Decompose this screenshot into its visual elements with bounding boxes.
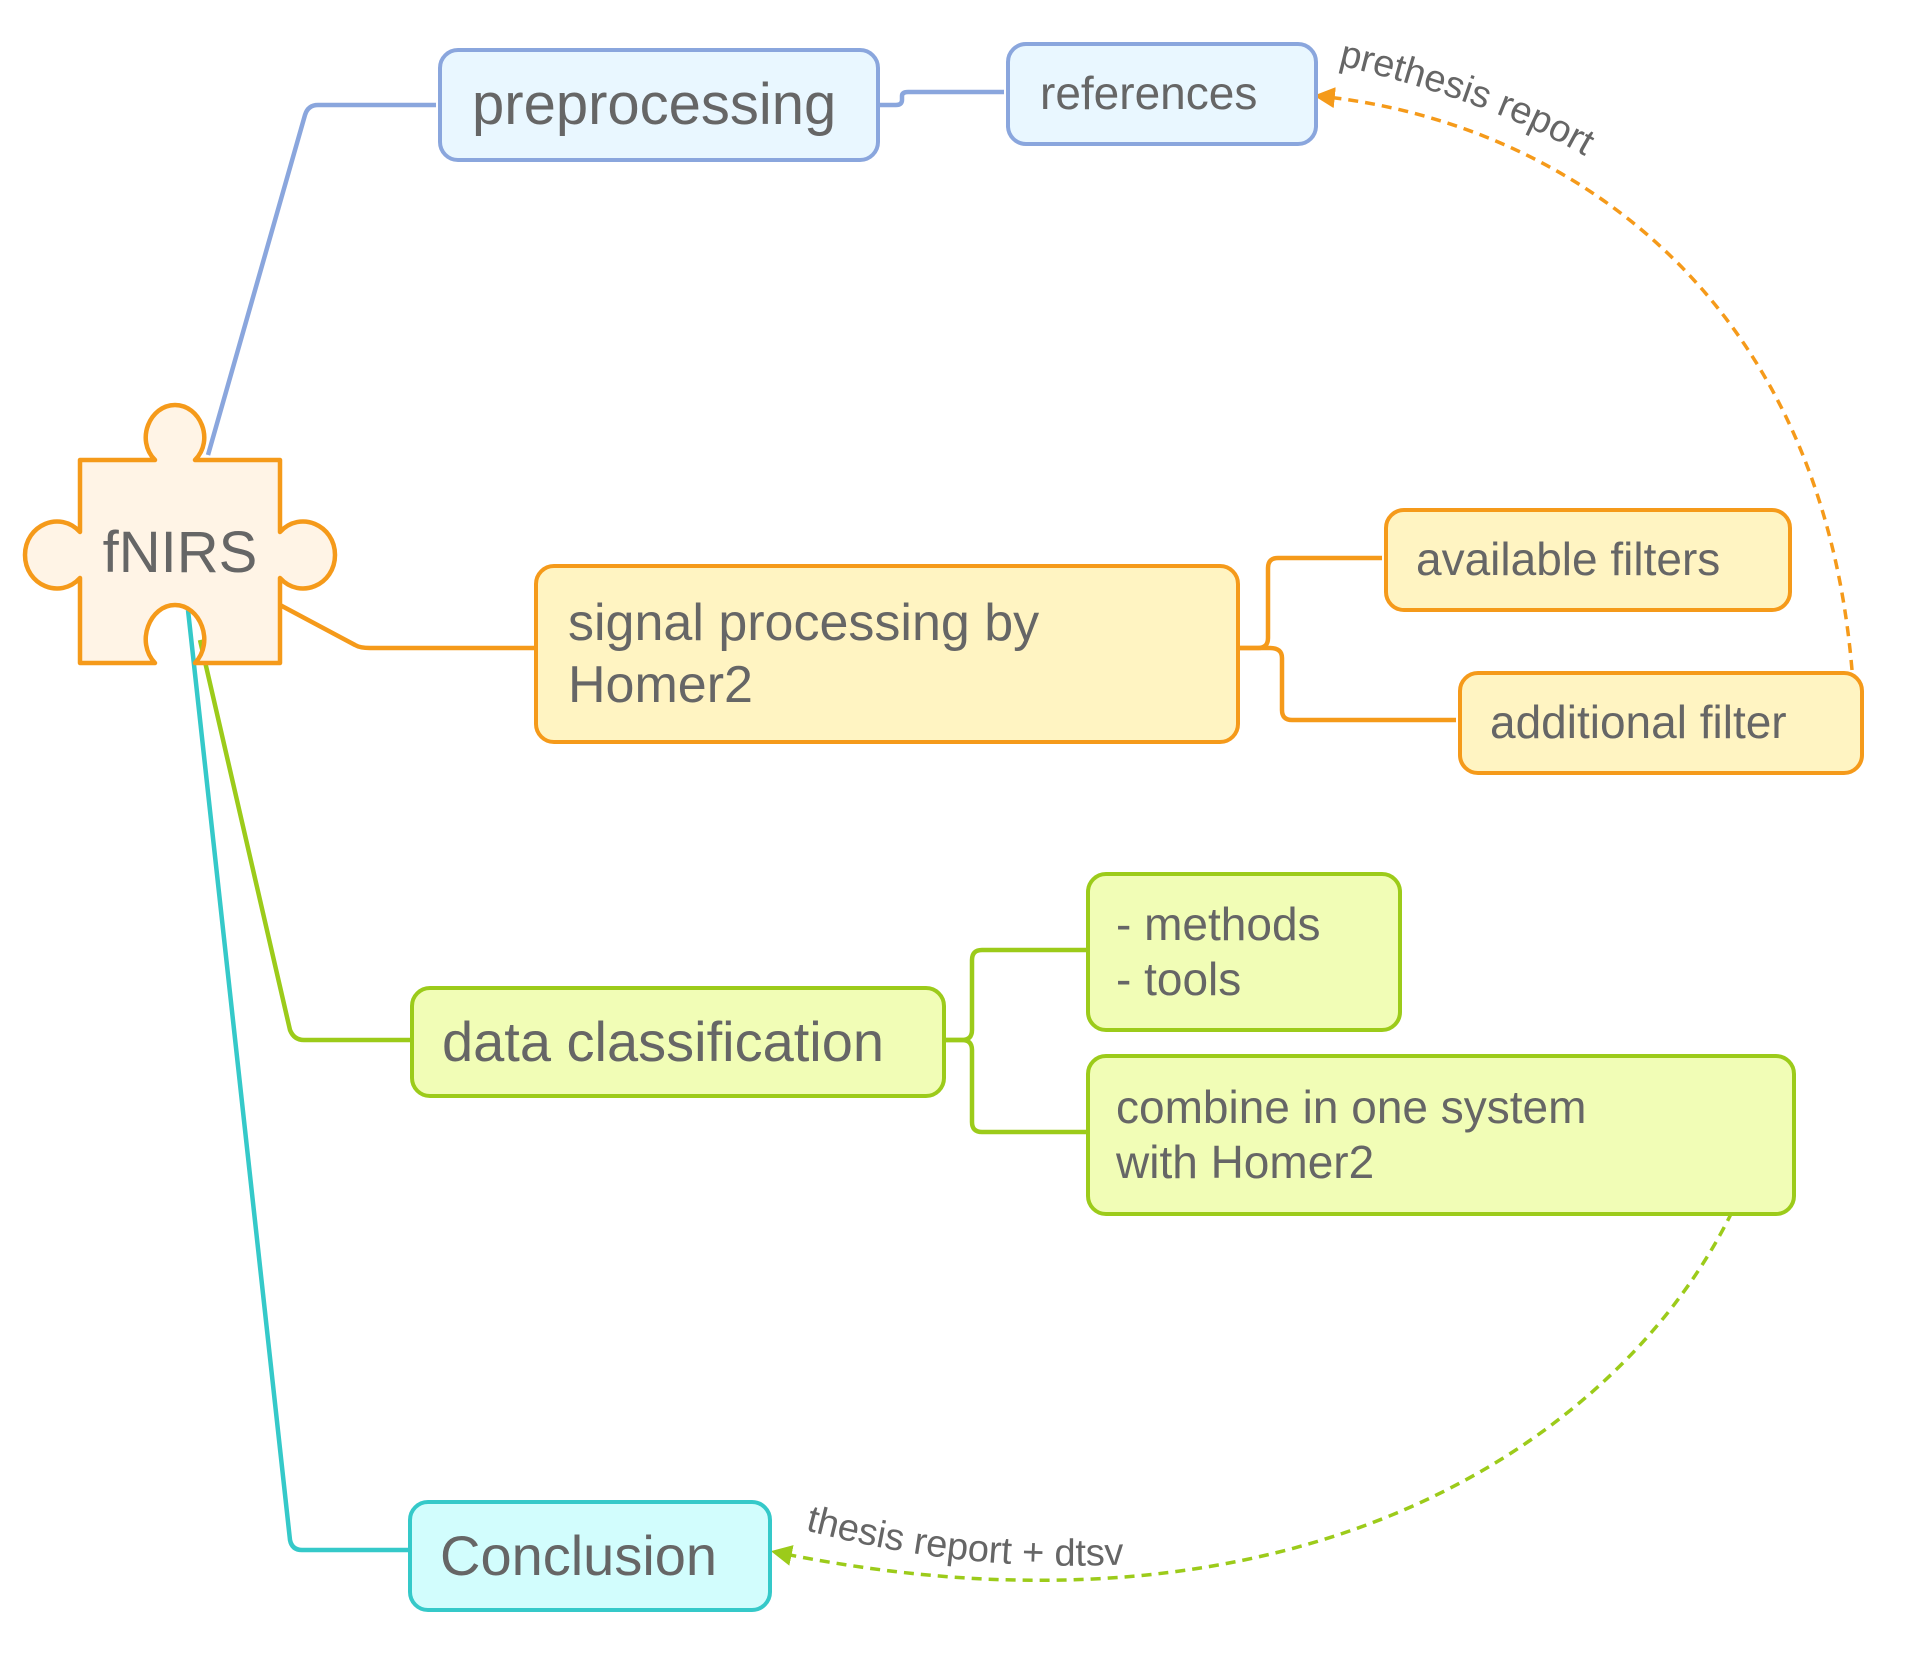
connector-available-filters xyxy=(1238,555,1382,651)
connector-preprocessing xyxy=(205,102,436,456)
node-signal-processing-label: signal processing by Homer2 xyxy=(568,593,1040,714)
node-available-filters-label: available filters xyxy=(1416,533,1721,586)
node-combine-label: combine in one system with Homer2 xyxy=(1116,1080,1587,1188)
node-preprocessing[interactable]: preprocessing xyxy=(438,48,880,162)
connector-combine xyxy=(944,1037,1086,1135)
node-references-label: references xyxy=(1040,67,1258,120)
node-methods-tools[interactable]: - methods - tools xyxy=(1086,872,1402,1032)
node-data-classification[interactable]: data classification xyxy=(410,986,946,1098)
connector-references xyxy=(878,89,1004,108)
node-combine[interactable]: combine in one system with Homer2 xyxy=(1086,1054,1796,1216)
node-conclusion-label: Conclusion xyxy=(440,1524,718,1588)
connector-methods-tools xyxy=(944,947,1086,1043)
node-preprocessing-label: preprocessing xyxy=(472,72,837,138)
node-references[interactable]: references xyxy=(1006,42,1318,146)
root-label: fNIRS xyxy=(103,520,258,585)
relation-thesis-label: thesis report + dtsv xyxy=(803,1498,1125,1575)
node-available-filters[interactable]: available filters xyxy=(1384,508,1792,612)
node-data-classification-label: data classification xyxy=(442,1010,885,1074)
node-conclusion[interactable]: Conclusion xyxy=(408,1500,772,1612)
relation-prethesis-curve xyxy=(1313,87,1854,671)
relation-thesis-curve xyxy=(770,1211,1734,1582)
connector-conclusion xyxy=(185,609,410,1553)
relation-prethesis-label: prethesis report xyxy=(1336,33,1602,164)
node-methods-tools-label: - methods - tools xyxy=(1116,897,1321,1005)
connector-additional-filter xyxy=(1238,645,1456,723)
node-additional-filter-label: additional filter xyxy=(1490,696,1787,749)
node-additional-filter[interactable]: additional filter xyxy=(1458,671,1864,775)
node-signal-processing[interactable]: signal processing by Homer2 xyxy=(534,564,1240,744)
puzzle-icon xyxy=(22,402,338,666)
connector-classification xyxy=(197,639,410,1043)
connector-signal xyxy=(278,603,534,651)
